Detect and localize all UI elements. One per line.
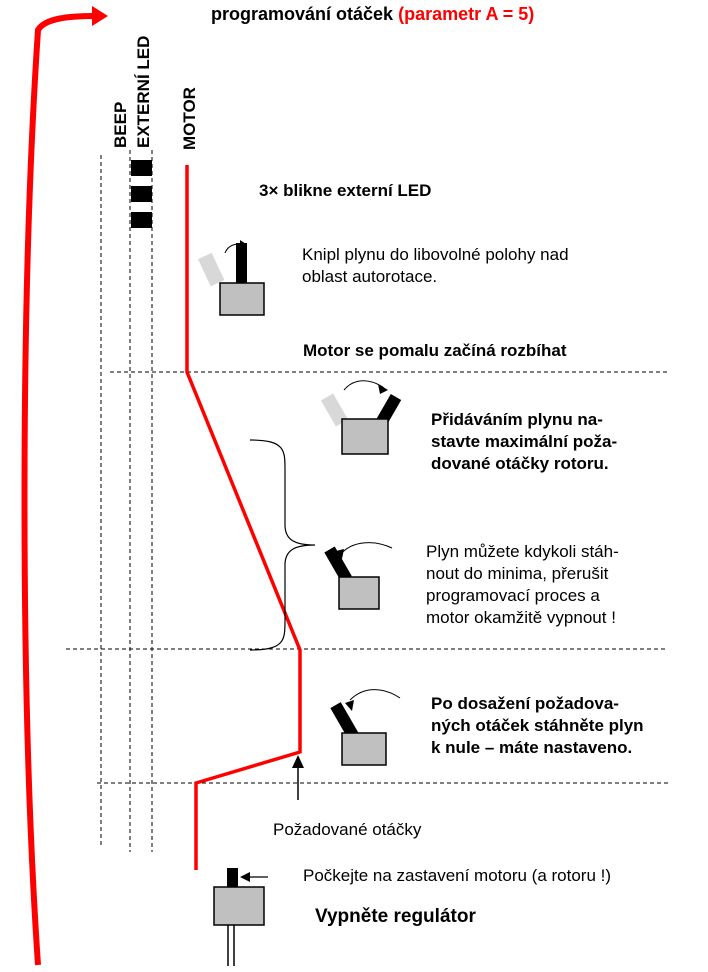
throttle-stick-4-icon bbox=[330, 689, 401, 766]
throttle-stick-1-icon bbox=[198, 240, 265, 316]
throttle-stick-2-icon bbox=[320, 380, 402, 455]
step-switch-off: Vypněte regulátor bbox=[315, 906, 476, 927]
phase-separators bbox=[66, 371, 668, 784]
target-rpm-label: Požadované otáčky bbox=[273, 820, 422, 839]
step-finish: Po dosažení požadova- ných otáček stáhně… bbox=[431, 694, 644, 757]
step-motor-start: Motor se pomalu začíná rozbíhat bbox=[303, 341, 567, 360]
loop-return-arrowhead bbox=[92, 6, 108, 26]
step-wait-stop: Počkejte na zastavení motoru (a rotoru !… bbox=[303, 866, 612, 885]
regulator-switch-icon bbox=[213, 868, 268, 966]
channel-label-external-led: EXTERNÍ LED bbox=[134, 35, 153, 148]
title-main: programování otáček bbox=[211, 4, 394, 24]
step-led-blink: 3× blikne externí LED bbox=[259, 181, 432, 200]
step-add-throttle: Přidáváním plynu na- stavte maximální po… bbox=[431, 410, 618, 473]
loop-return-arrow bbox=[21, 13, 96, 966]
channel-label-beep: BEEP bbox=[111, 101, 130, 148]
step-abort-note: Plyn můžete kdykoli stáh- nout do minima… bbox=[426, 542, 619, 627]
channel-lines bbox=[100, 150, 153, 852]
brace bbox=[249, 439, 316, 651]
title-param: (parametr A = 5) bbox=[398, 4, 535, 24]
throttle-stick-3-icon bbox=[324, 542, 393, 610]
channel-label-motor: MOTOR bbox=[180, 87, 199, 150]
diagram-title: programování otáček (parametr A = 5) bbox=[211, 3, 534, 25]
motor-speed-line bbox=[185, 165, 302, 870]
led-blinks bbox=[131, 160, 152, 228]
step-throttle-up: Knipl plynu do libovolné polohy nad obla… bbox=[302, 245, 569, 286]
